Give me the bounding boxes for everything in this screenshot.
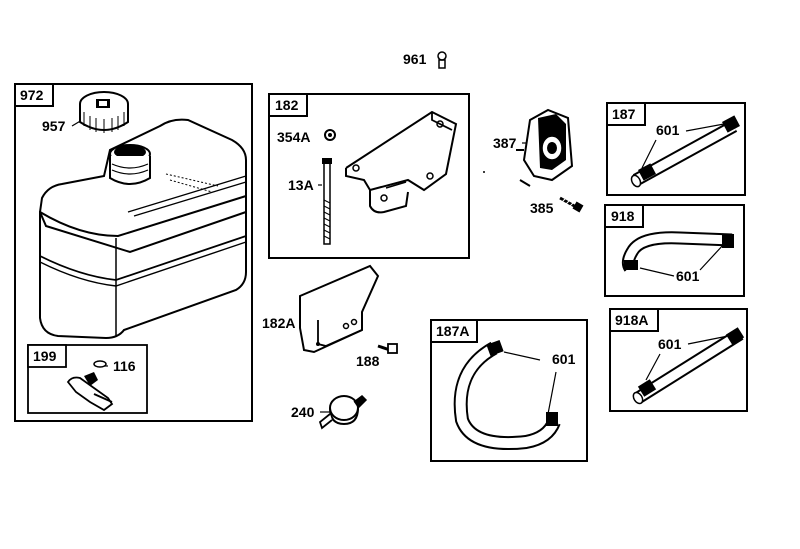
label-188: 188 <box>356 353 380 369</box>
bracket-plate <box>345 110 458 214</box>
label-972: 972 <box>20 87 44 103</box>
label-918A: 918A <box>615 312 648 328</box>
label-187A: 187A <box>436 323 469 339</box>
label-918: 918 <box>611 208 635 224</box>
label-601-918A: 601 <box>658 336 682 352</box>
bolt-188: 188 <box>356 343 398 369</box>
stud-13A <box>322 158 332 245</box>
label-116: 116 <box>113 358 136 374</box>
fuel-cap-957: 957 <box>42 91 129 134</box>
label-961: 961 <box>403 51 427 67</box>
fuel-tank-body <box>38 118 247 340</box>
box-918A-long-hose: 918A 601 <box>609 308 748 412</box>
box-187A-curved-hose: 187A 601 <box>430 319 588 462</box>
box-199-fuel-shutoff: 199 116 <box>27 344 148 414</box>
label-957: 957 <box>42 118 66 134</box>
label-385: 385 <box>530 200 554 216</box>
label-187: 187 <box>612 106 636 122</box>
box-182-bracket: 182 354A 13A <box>268 93 470 259</box>
fuel-filter-240: 240 <box>291 395 368 430</box>
screw-385: 385 <box>530 196 584 216</box>
label-182A: 182A <box>262 315 295 331</box>
box-972-fuel-tank: 972 957 <box>14 83 253 422</box>
plate-182A: 182A <box>262 264 380 354</box>
label-182: 182 <box>275 97 299 113</box>
box-187-straight-hose: 187 601 <box>606 102 746 196</box>
label-601-187A: 601 <box>552 351 576 367</box>
part-961-bolt: 961 <box>403 51 447 69</box>
label-354A: 354A <box>277 129 310 145</box>
label-199: 199 <box>33 348 57 364</box>
label-13A: 13A <box>288 177 314 193</box>
label-601-187: 601 <box>656 122 680 138</box>
label-387: 387 <box>493 135 517 151</box>
fuel-pump-387: 387 <box>483 108 574 187</box>
label-240: 240 <box>291 404 315 420</box>
box-918-bent-hose: 918 601 <box>604 204 745 297</box>
label-601-918: 601 <box>676 268 700 284</box>
